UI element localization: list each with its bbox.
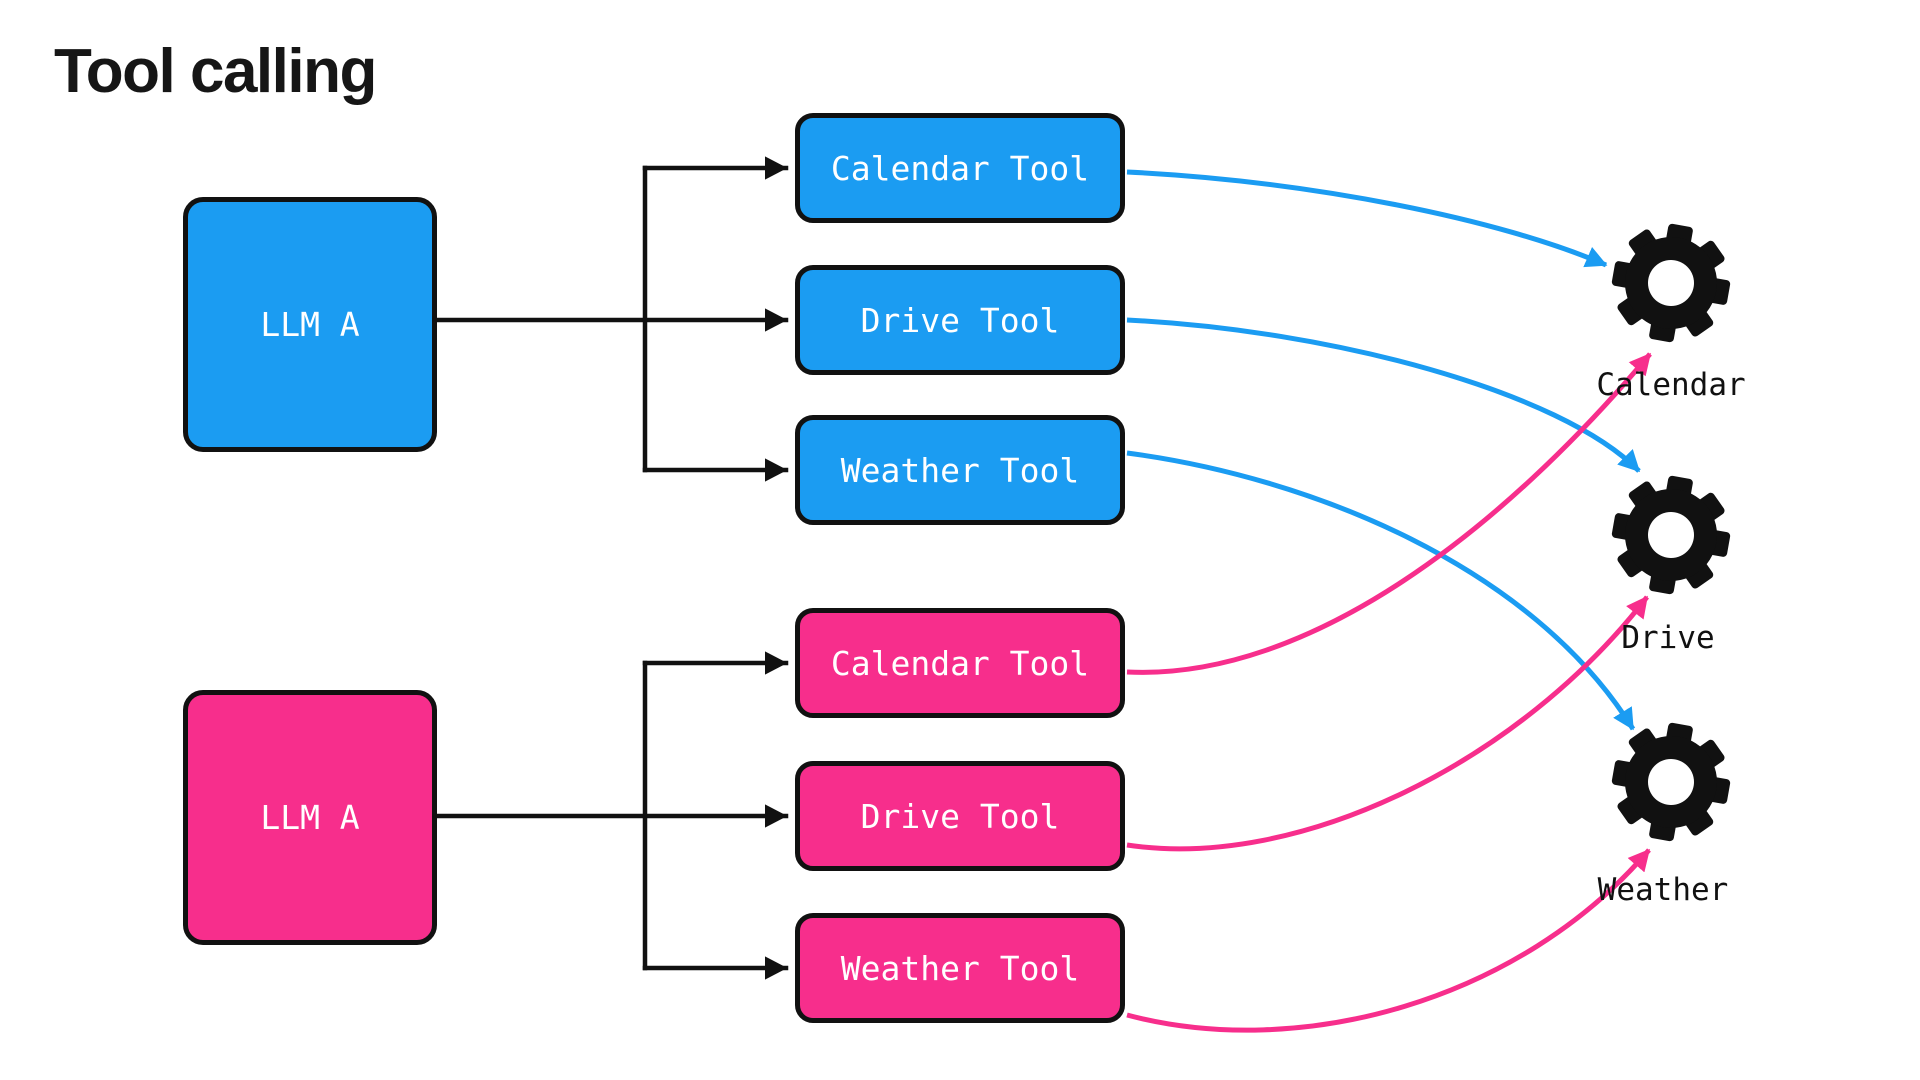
calendar-gear-icon: [1611, 223, 1731, 343]
curve-blue-calendar-tool-to-calendar-service: [1126, 169, 1608, 268]
calendar-tool-pink-label: Calendar Tool: [830, 643, 1090, 683]
llm-a-pink-label: LLM A: [260, 798, 360, 837]
curve-pink-calendar-tool-to-calendar-service: [1126, 352, 1652, 675]
weather-service-label: Weather: [1597, 872, 1729, 908]
weather-tool-blue-label: Weather Tool: [840, 450, 1080, 490]
curve-blue-weather-tool-to-weather-service: [1126, 450, 1636, 731]
llm-a-pink-box: LLM A: [183, 690, 437, 945]
weather-gear-icon: [1611, 722, 1731, 842]
llm-a-blue-label: LLM A: [260, 305, 360, 344]
calendar-tool-pink-box: Calendar Tool: [795, 608, 1125, 718]
drive-gear-icon: [1611, 475, 1731, 595]
weather-tool-pink-box: Weather Tool: [795, 913, 1125, 1023]
page-title: Tool calling: [54, 37, 377, 106]
drive-tool-pink-box: Drive Tool: [795, 761, 1125, 871]
drive-tool-blue-box: Drive Tool: [795, 265, 1125, 375]
calendar-tool-blue-label: Calendar Tool: [830, 148, 1090, 188]
weather-tool-pink-label: Weather Tool: [840, 948, 1080, 988]
calendar-service-label: Calendar: [1596, 367, 1746, 403]
curve-pink-weather-tool-to-weather-service: [1126, 848, 1651, 1033]
curve-blue-drive-tool-to-drive-service: [1126, 317, 1641, 473]
weather-tool-blue-box: Weather Tool: [795, 415, 1125, 525]
drive-tool-pink-label: Drive Tool: [860, 796, 1060, 836]
calendar-tool-blue-box: Calendar Tool: [795, 113, 1125, 223]
drive-tool-blue-label: Drive Tool: [860, 300, 1060, 340]
curve-pink-drive-tool-to-drive-service: [1126, 595, 1649, 852]
drive-service-label: Drive: [1621, 620, 1715, 656]
llm-a-blue-box: LLM A: [183, 197, 437, 452]
